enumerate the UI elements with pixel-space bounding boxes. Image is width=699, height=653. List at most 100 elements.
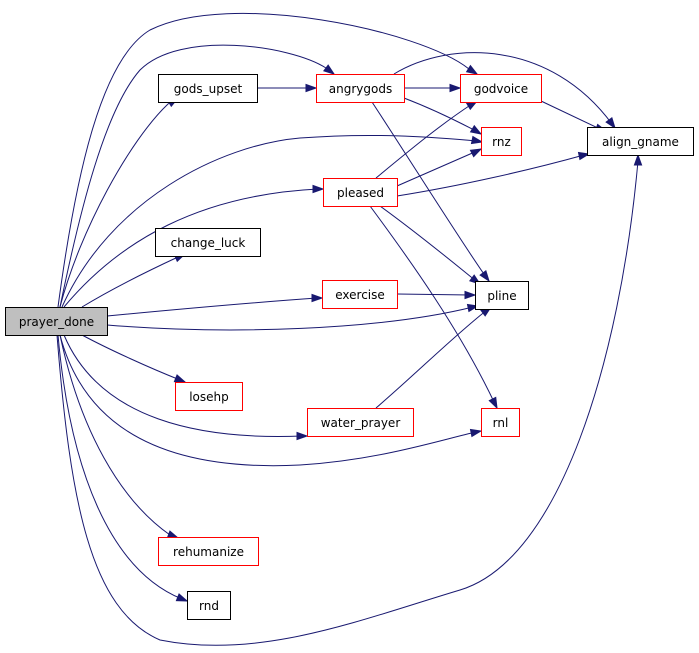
node-box	[5, 307, 108, 336]
edge-prayer_done-to-change_luck	[81, 253, 187, 308]
node-losehp[interactable]: losehp	[175, 382, 243, 411]
edge-line	[59, 97, 179, 308]
edge-arrowhead	[577, 151, 591, 161]
edge-line	[63, 188, 323, 308]
node-box	[587, 127, 694, 156]
edge-line	[106, 297, 322, 317]
nodes-layer: prayer_done gods_upset angrygods godvoice al…	[5, 74, 694, 620]
edge-prayer_done-to-gods_upset	[59, 97, 180, 308]
node-change-luck[interactable]: change_luck	[155, 228, 261, 257]
edge-prayer_done-to-rnl	[59, 334, 483, 467]
edge-arrowhead	[166, 530, 180, 539]
edge-arrowhead	[633, 153, 643, 166]
edge-line	[393, 52, 616, 129]
node-rnd[interactable]: rnd	[187, 591, 231, 620]
edge-prayer_done-to-water_prayer	[63, 334, 309, 441]
node-box	[460, 74, 542, 103]
edge-angrygods-to-rnz	[403, 97, 483, 135]
node-rehumanize[interactable]: rehumanize	[158, 537, 259, 566]
edge-prayer_done-to-rnz	[61, 134, 484, 308]
edge-arrowhead	[311, 293, 324, 303]
node-box	[316, 74, 405, 103]
edge-line	[375, 306, 492, 409]
edge-prayer_done-to-pleased	[63, 184, 325, 308]
edge-line	[106, 305, 479, 331]
edge-arrowhead	[449, 83, 462, 93]
node-box	[481, 127, 522, 156]
edge-line	[59, 44, 335, 308]
node-label: rehumanize	[173, 545, 244, 559]
edge-water_prayer-to-pline	[375, 306, 493, 409]
edge-arrowhead	[175, 593, 189, 602]
edge-angrygods-to-align_gname	[393, 52, 616, 130]
node-water-prayer[interactable]: water_prayer	[307, 408, 414, 437]
node-label: prayer_done	[19, 315, 94, 329]
node-box	[175, 382, 243, 411]
edge-prayer_done-to-losehp	[81, 334, 187, 383]
edge-prayer_done-to-pline	[106, 303, 480, 331]
edge-line	[396, 153, 590, 197]
edge-arrowhead	[465, 64, 479, 75]
edge-arrowhead	[605, 117, 616, 130]
edge-line	[57, 12, 478, 308]
edge-line	[63, 334, 307, 437]
node-label: godvoice	[474, 82, 528, 96]
edge-arrowhead	[173, 374, 187, 383]
node-box	[481, 408, 520, 437]
node-label: pline	[487, 289, 516, 303]
node-exercise[interactable]: exercise	[322, 280, 398, 309]
edge-angrygods-to-godvoice	[404, 83, 462, 93]
node-label: rnl	[493, 416, 509, 430]
node-label: gods_upset	[174, 82, 243, 96]
edge-pleased-to-rnz	[396, 148, 483, 187]
edge-line	[369, 205, 498, 409]
edge-prayer_done-to-godvoice	[57, 12, 479, 308]
node-pline[interactable]: pline	[475, 281, 529, 310]
edge-prayer_done-to-angrygods	[59, 44, 336, 308]
edge-line	[81, 253, 186, 308]
edge-arrowhead	[469, 428, 483, 438]
edge-angrygods-to-pline	[371, 101, 490, 283]
node-label: angrygods	[329, 82, 392, 96]
edge-pleased-to-rnl	[369, 205, 498, 410]
edge-prayer_done-to-rehumanize	[59, 334, 180, 539]
node-label: pleased	[337, 186, 384, 200]
edge-line	[59, 334, 179, 539]
node-label: water_prayer	[321, 416, 401, 430]
node-label: rnd	[199, 599, 219, 613]
edge-arrowhead	[464, 290, 477, 300]
node-pleased[interactable]: pleased	[323, 178, 398, 207]
edge-exercise-to-pline	[396, 290, 477, 300]
node-label: align_gname	[602, 135, 679, 149]
node-label: losehp	[189, 390, 229, 404]
edge-prayer_done-to-exercise	[106, 293, 324, 317]
node-box	[307, 408, 414, 437]
node-box	[322, 280, 398, 309]
edge-prayer_done-to-align_gname	[56, 153, 643, 646]
edge-arrowhead	[296, 431, 309, 441]
node-rnl[interactable]: rnl	[481, 408, 520, 437]
node-align-gname[interactable]: align_gname	[587, 127, 694, 156]
edge-line	[396, 148, 482, 187]
edge-arrowhead	[488, 396, 498, 410]
node-rnz[interactable]: rnz	[481, 127, 522, 156]
node-box	[323, 178, 398, 207]
node-godvoice[interactable]: godvoice	[460, 74, 542, 103]
node-box	[158, 537, 259, 566]
edge-arrowhead	[470, 135, 484, 145]
edge-gods_upset-to-angrygods	[257, 83, 318, 93]
edge-arrowhead	[323, 64, 336, 75]
edge-line	[375, 100, 478, 179]
node-angrygods[interactable]: angrygods	[316, 74, 405, 103]
edge-line	[396, 293, 475, 296]
edge-arrowhead	[479, 270, 490, 283]
node-label: change_luck	[171, 236, 246, 250]
node-box	[475, 281, 529, 310]
node-box	[187, 591, 231, 620]
node-gods-upset[interactable]: gods_upset	[158, 74, 258, 103]
edges-layer	[56, 12, 643, 646]
edge-prayer_done-to-rnd	[57, 334, 189, 602]
node-label: exercise	[335, 288, 385, 302]
edge-arrowhead	[312, 184, 325, 194]
edge-arrowhead	[469, 148, 483, 158]
